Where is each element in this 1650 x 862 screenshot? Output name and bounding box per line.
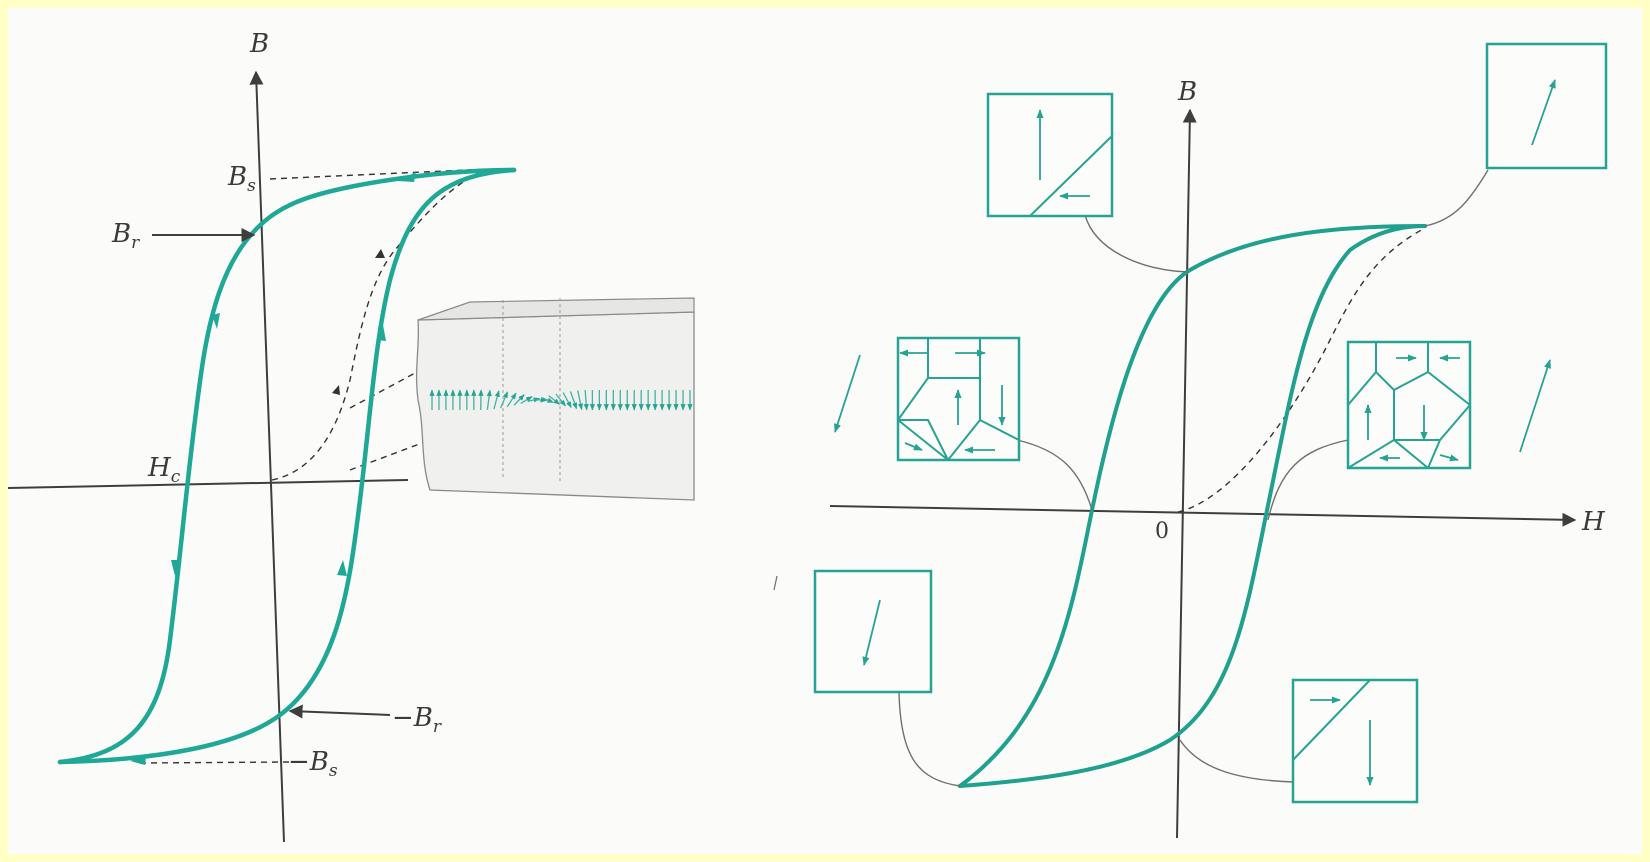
- spin-arrow: [520, 395, 533, 405]
- spin-arrow: [499, 391, 509, 409]
- spin-arrow: [555, 393, 567, 407]
- left-loop-ascending-branch: [57, 167, 517, 765]
- spin-arrow: [506, 392, 517, 408]
- neg-bs-label: −Bs: [288, 747, 338, 781]
- neg-bs-guide-line: [139, 761, 291, 764]
- left-loop-descending-branch: [57, 167, 517, 765]
- connector-mid-left: [1016, 439, 1093, 511]
- right-hysteresis-diagram: B H 0: [773, 42, 1608, 839]
- neg-br-pointer-arrow: [288, 704, 391, 719]
- hc-label: Hc: [147, 453, 181, 487]
- left-b-axis-label: B: [249, 29, 269, 59]
- right-b-axis: [1176, 108, 1197, 839]
- right-h-axis: [829, 505, 1577, 527]
- spin-arrow: [513, 394, 525, 406]
- field-arrow-right: [1519, 359, 1551, 453]
- connector-bottom-left: [898, 689, 961, 787]
- br-label: Br: [111, 219, 140, 253]
- domain-box-remanent-negative: [1291, 678, 1419, 804]
- loop-arrow-right-upper: [377, 325, 386, 341]
- spin-arrow: [583, 390, 589, 411]
- projection-line-upper: [349, 364, 431, 409]
- connector-top-right: [1424, 169, 1489, 227]
- spin-arrow: [548, 395, 561, 405]
- domain-box-saturated-positive: [1485, 42, 1608, 170]
- spin-arrow: [577, 390, 584, 411]
- loop-arrow-right-lower: [337, 560, 347, 576]
- domain-box-saturated-negative: [813, 569, 933, 694]
- right-loop-descending-branch: [958, 224, 1427, 788]
- right-b-axis-label: B: [1177, 77, 1197, 107]
- spin-arrow: [486, 389, 492, 410]
- initial-curve-arrow-lower: [332, 385, 340, 395]
- domain-box-coercive-negative: [896, 336, 1021, 462]
- bs-guide-line: [269, 168, 491, 180]
- spin-arrow: [534, 397, 548, 403]
- connector-top-left: [1084, 214, 1189, 273]
- domain-wall-block: [415, 297, 695, 501]
- spin-arrow: [527, 397, 541, 403]
- loop-arrow-top: [398, 172, 416, 182]
- left-hysteresis-diagram: B Bs Br Hc −Br −Bs: [7, 29, 695, 843]
- spin-arrow: [493, 390, 500, 410]
- domain-box-coercive-positive: [1346, 340, 1472, 470]
- spin-arrow: [541, 396, 554, 404]
- domain-box-remanent-positive: [986, 92, 1114, 218]
- spin-arrow: [569, 391, 578, 410]
- connector-bottom-right: [1179, 739, 1294, 783]
- neg-br-label: −Br: [392, 703, 442, 737]
- field-arrow-left: [834, 354, 861, 433]
- origin-label: 0: [1155, 519, 1169, 544]
- loop-arrow-left-upper: [212, 313, 220, 329]
- right-loop-ascending-branch: [958, 224, 1427, 788]
- right-h-axis-label: H: [1581, 507, 1606, 537]
- loop-arrow-left-lower: [171, 560, 181, 576]
- spin-arrow: [562, 392, 572, 409]
- connector-mid-right: [1267, 439, 1349, 521]
- left-h-axis: [7, 479, 409, 489]
- right-initial-magnetization-curve: [1177, 227, 1426, 513]
- spin-arrows: [429, 389, 693, 411]
- bs-label: Bs: [227, 162, 256, 196]
- stray-mark: [773, 575, 778, 591]
- loop-arrow-bottom: [130, 756, 146, 765]
- initial-curve-arrow-upper: [375, 249, 385, 258]
